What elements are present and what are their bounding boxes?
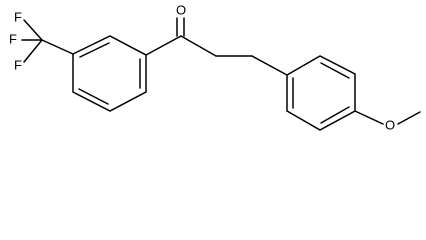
ring-right-outline bbox=[286, 55, 356, 131]
structural-formula: F F F O O bbox=[9, 2, 421, 132]
propanone-chain bbox=[145, 17, 288, 76]
oxygen-label-carbonyl: O bbox=[176, 2, 186, 17]
chain-bond-1 bbox=[180, 35, 217, 57]
trifluoromethyl-group bbox=[21, 19, 74, 63]
benzene-ring-right bbox=[286, 55, 356, 131]
ring-right-double-2 bbox=[320, 106, 350, 124]
oxygen-label-methoxy: O bbox=[385, 117, 395, 132]
chain-bond-3 bbox=[251, 55, 288, 76]
ring-left-double-3 bbox=[78, 88, 109, 105]
ring-left-double-1 bbox=[79, 42, 110, 58]
ring-carbonyl-bond bbox=[145, 35, 182, 56]
cf-bond-top bbox=[23, 19, 43, 41]
fluorine-label-bottom: F bbox=[14, 57, 22, 72]
ring-left-outline bbox=[72, 35, 147, 112]
ring-methoxy-bond bbox=[354, 110, 384, 125]
methoxy-methyl-bond bbox=[397, 111, 421, 125]
benzene-ring-left bbox=[72, 35, 147, 112]
fluorine-label-top: F bbox=[14, 9, 22, 24]
methoxy-group bbox=[354, 110, 421, 125]
fluorine-label-middle: F bbox=[9, 31, 17, 46]
cf-bond-bottom bbox=[23, 39, 43, 63]
ring-right-double-1 bbox=[320, 62, 350, 79]
cf3-ring-bond bbox=[41, 39, 74, 55]
